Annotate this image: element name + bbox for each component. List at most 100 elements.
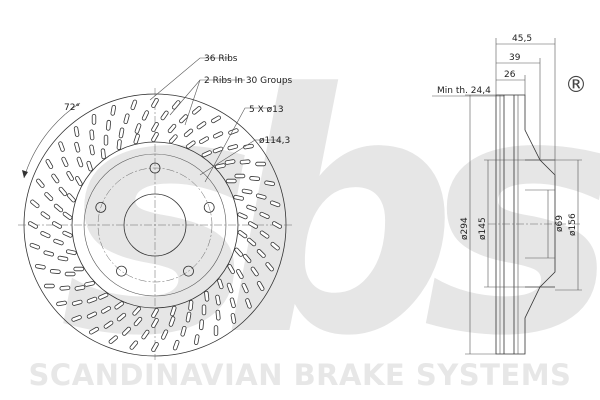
disc-slot: [215, 309, 221, 321]
disc-slot: [234, 247, 244, 257]
disc-slot: [217, 278, 224, 290]
disc-slot: [116, 312, 127, 322]
disc-slot: [151, 342, 159, 352]
disc-slot: [215, 163, 226, 169]
angle-arrow-head: [22, 170, 28, 178]
disc-slot: [103, 320, 114, 329]
disc-slot: [130, 99, 138, 111]
disc-slot: [43, 250, 55, 257]
disc-slot: [98, 292, 109, 300]
ribs-label: 36 Ribs: [204, 54, 238, 64]
disc-slot: [212, 131, 224, 139]
disc-slot: [133, 133, 140, 145]
disc-slot: [215, 294, 221, 306]
disc-slot: [28, 221, 38, 229]
disc-slot: [192, 106, 202, 115]
disc-slot: [84, 281, 95, 287]
disc-slot: [118, 127, 125, 139]
leader-bolts: [204, 107, 272, 183]
leader-groups-b: [184, 79, 201, 126]
disc-slot: [225, 178, 237, 184]
disc-profile: [495, 94, 556, 355]
leader-pcd: [199, 139, 280, 176]
disc-slot: [89, 129, 95, 141]
disc-slot: [168, 316, 176, 327]
bolts-label: 5 X ø13: [249, 105, 284, 115]
disc-slot: [250, 266, 259, 277]
disc-slot: [213, 325, 219, 337]
disc-slot: [58, 186, 68, 197]
disc-slot: [89, 144, 95, 156]
disc-slot: [56, 300, 67, 307]
groups-label: 2 Ribs In 30 Groups: [204, 76, 293, 86]
disc-slot: [51, 173, 60, 184]
disc-slot: [45, 159, 54, 169]
disc-slot: [186, 140, 196, 149]
disc-slot: [133, 316, 143, 327]
disc-slot: [141, 329, 150, 340]
disc-slot: [40, 211, 51, 220]
disc-slot: [211, 115, 221, 124]
disc-slot: [246, 204, 257, 212]
disc-slot: [132, 306, 142, 316]
disc-slot: [270, 241, 280, 251]
disc-slot: [246, 237, 257, 247]
disc-slot: [237, 212, 248, 220]
disc-slot: [53, 203, 64, 213]
angle-label: 72°: [64, 103, 80, 113]
front-view: 72° 36 Ribs 2 Ribs In 30 Groups 5 X ø13 …: [18, 54, 293, 360]
disc-slot: [227, 144, 239, 151]
disc-slot: [237, 230, 248, 239]
disc-slot: [212, 146, 224, 154]
angle-arc: [23, 102, 81, 179]
hat-height-label: 39: [509, 53, 521, 63]
disc-slot: [57, 255, 69, 262]
disc-slot: [196, 121, 207, 130]
bolt-hole: [149, 162, 161, 174]
disc-slot: [86, 296, 98, 304]
disc-slot: [204, 290, 210, 302]
disc-slot: [30, 199, 40, 209]
disc-slot: [108, 335, 118, 344]
disc-slot: [36, 178, 45, 188]
disc-slot: [269, 200, 281, 208]
disc-slot: [272, 221, 282, 229]
outer-diameter-label: ø294: [460, 217, 470, 240]
disc-slot: [248, 221, 258, 229]
disc-slot: [89, 326, 99, 335]
disc-slot: [49, 269, 61, 274]
disc-slot: [172, 339, 180, 351]
disc-slot: [259, 211, 270, 219]
disc-slot: [74, 176, 83, 186]
disc-slot: [43, 283, 55, 289]
disc-slot: [201, 150, 212, 158]
disc-slot: [86, 160, 93, 172]
disc-slot: [71, 299, 83, 306]
disc-slot: [66, 193, 76, 203]
pcd-label: ø114,3: [259, 136, 290, 146]
disc-slot: [74, 285, 86, 291]
disc-slot: [64, 271, 76, 277]
disc-slot: [134, 123, 142, 134]
disc-slot: [241, 282, 249, 294]
disc-slot: [226, 282, 234, 294]
disc-slot: [73, 266, 85, 272]
disc-slot: [193, 334, 200, 345]
disc-slot: [86, 311, 98, 319]
disc-slot: [116, 139, 122, 150]
disc-slot: [73, 126, 80, 137]
disc-slot: [249, 176, 261, 181]
total-height-label: 45,5: [512, 34, 532, 44]
bolt-hole: [183, 265, 194, 277]
disc-slot: [122, 326, 131, 336]
disc-slot: [259, 230, 270, 239]
disc-slot: [199, 319, 204, 331]
disc-slot: [103, 134, 109, 146]
disc-slot: [256, 281, 265, 291]
disc-slot: [188, 300, 194, 311]
disc-slot: [236, 269, 244, 279]
sbs-letters: sbs: [60, 24, 600, 400]
disc-slot: [123, 113, 130, 125]
thickness-label: 26: [504, 70, 516, 80]
disc-slot: [179, 114, 188, 124]
